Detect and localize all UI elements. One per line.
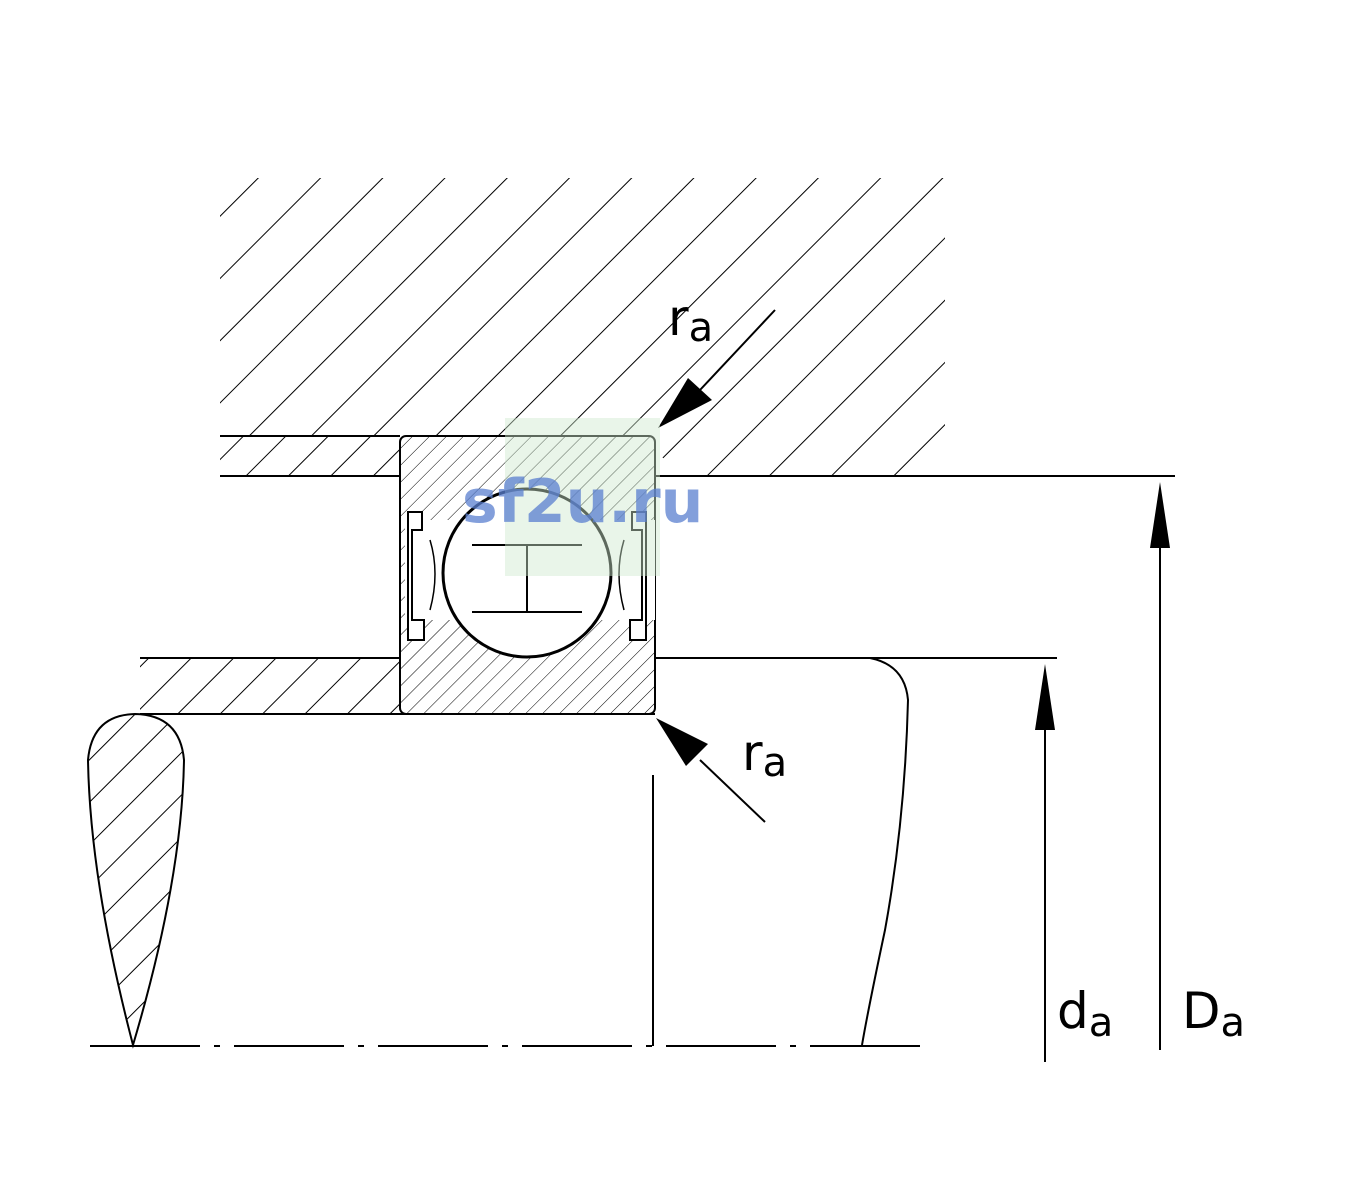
- shaft-outline: [655, 657, 910, 1046]
- watermark: sf2u.ru: [462, 418, 703, 576]
- housing: [220, 178, 945, 475]
- da-label: da: [1057, 982, 1113, 1046]
- seal-left: [407, 511, 425, 641]
- ra-top-leader: [658, 309, 776, 428]
- da-dimension: [1035, 664, 1055, 1062]
- ra-bottom-leader: [656, 718, 766, 823]
- Da-label: Da: [1182, 982, 1245, 1046]
- svg-text:sf2u.ru: sf2u.ru: [462, 467, 703, 537]
- Da-dimension: [1150, 482, 1170, 1050]
- shaft-shoulder: [140, 657, 655, 715]
- ra-top-label: ra: [668, 289, 713, 351]
- seal-right: [629, 511, 647, 641]
- bearing-section: [399, 435, 656, 715]
- ra-bottom-label: ra: [742, 724, 787, 786]
- shaft-section: [86, 712, 186, 1049]
- housing-shoulder: [220, 435, 400, 477]
